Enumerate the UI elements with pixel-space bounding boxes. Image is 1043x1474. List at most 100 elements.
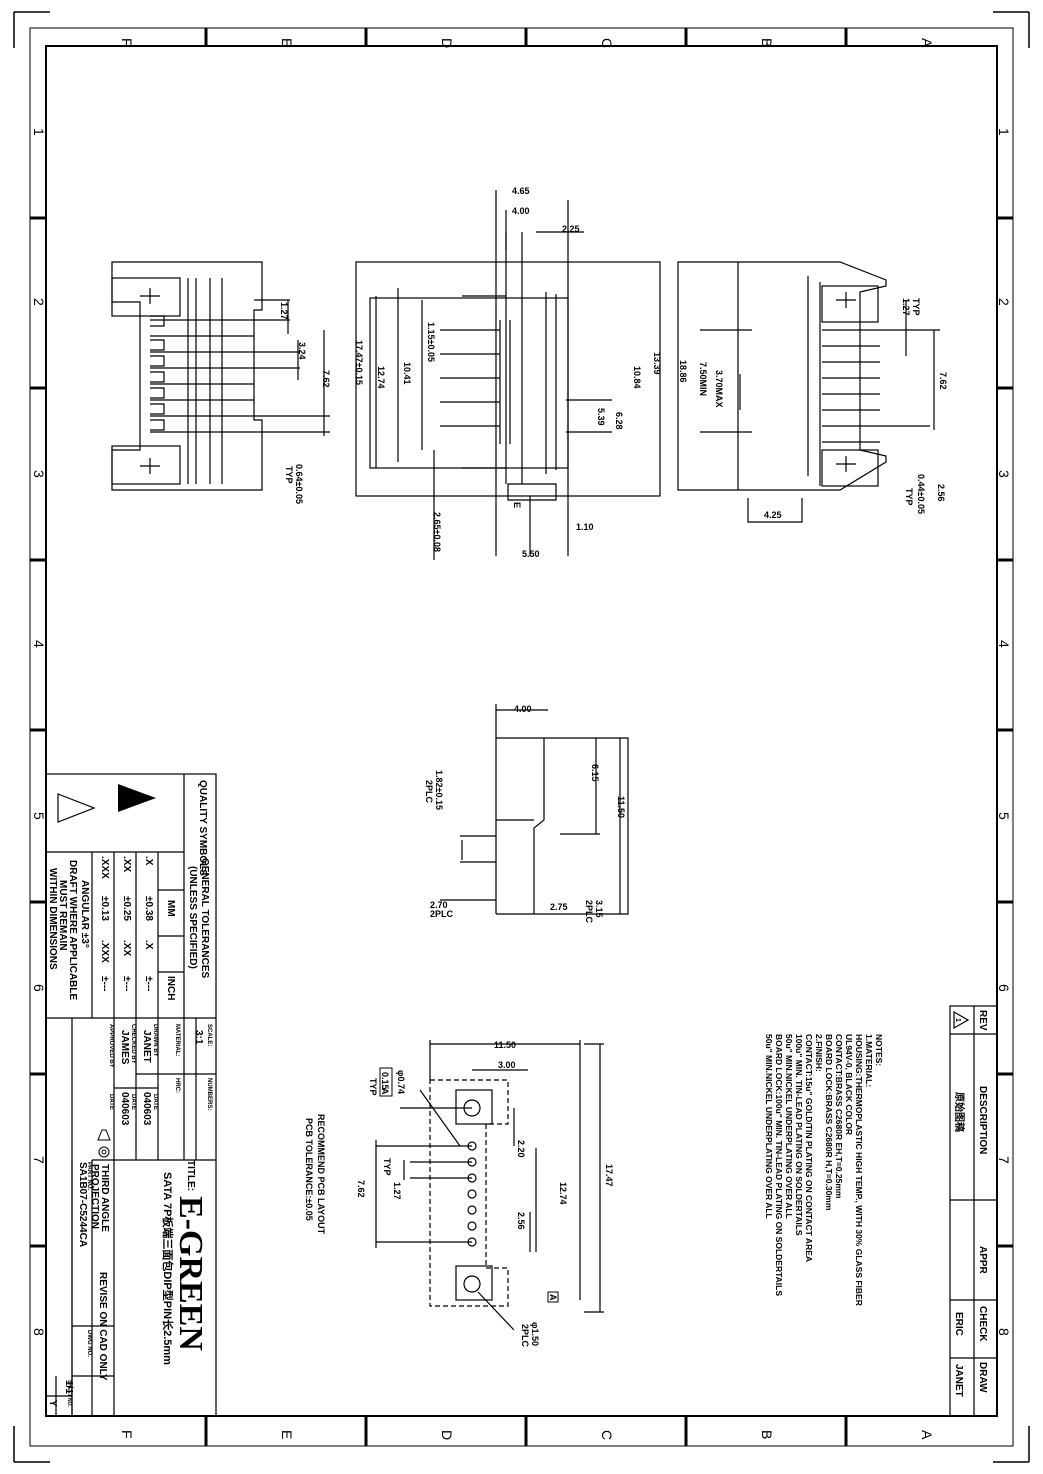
title-label: TITLE: [185,1160,196,1191]
dim-text: 2.56 [516,1212,526,1230]
dim-text: 10.84 [632,366,642,389]
tol-cell: ±0.38 [143,896,154,921]
draft-line3: WITHIN DIMENSIONS [47,868,58,970]
appr-header: APPR [977,1246,988,1275]
note-line: 50u" MIN.NICKEL UNDERPLATING OVER ALL [764,1034,774,1219]
zone-letter: A [919,38,935,48]
rev-description: 原始图稿 [953,1092,966,1132]
date-label: DATE [152,1094,158,1110]
dim-text: 4.00 [514,704,532,714]
tol-cell: .XX [121,856,132,872]
dim-text: 2.65±0.08 [432,512,442,552]
dim-text: 2.70 [430,900,448,910]
dim-text: 6.15 [590,764,600,782]
zone-letter: A [919,1430,935,1440]
dim-text: 3.24 [297,342,307,360]
approved-by-label: APPROVED BY [108,1024,114,1068]
draft-line2: MUST REMAIN [57,880,68,951]
dim-text: 7.62 [356,1180,366,1198]
tol-cell: .XXX [99,856,110,879]
zone-number: 4 [31,640,47,648]
dim-text: A [380,1088,390,1095]
rev-draw: JANET [953,1364,964,1397]
dim-text: 17.47 [604,1164,614,1187]
dim-text: 12.74 [558,1182,568,1205]
dim-text: 7.50MIN [698,362,708,396]
projection-symbol-icon [97,1129,111,1158]
dim-text: TYP [368,1078,378,1096]
outer-frame [29,27,1014,1447]
drawn-by-value: JANET [141,1030,152,1063]
zone-letter: F [119,1430,135,1439]
zone-letters-top: F E D C B A [119,38,935,48]
corner-marks [13,11,1030,1463]
note-line: 50u" MIN.NICKEL UNDERPLATING OVER ALL [784,1034,794,1219]
side-view-dims: 4.00 6.15 11.50 1.82±0.15 2PLC 2.70 2PLC… [424,704,626,924]
note-line: NOTES: [874,1034,884,1066]
pcb-title-line2: PCB TOLERANCE:±0.05 [304,1118,314,1221]
version-letter: Y [47,1400,58,1407]
dim-text: 10.41 [402,362,412,385]
zone-number: 2 [996,298,1012,306]
dim-text: 3.70MAX [714,370,724,408]
numbers-label: NUMBERS: [206,1078,212,1110]
dim-text: 11.50 [494,1040,516,1050]
side-view [440,704,629,915]
gen-tol-label: GENERAL TOLERANCES [199,858,210,979]
revision-block [949,1005,998,1417]
checked-by-value: JAMES [119,1030,130,1065]
tol-cell: .XX [121,940,132,956]
sheet-number: 1/1 [63,1380,74,1394]
zone-number: 5 [31,812,47,820]
dim-text: TYP [911,298,921,316]
dim-text: 4.65 [512,186,530,196]
tol-cell: ±--- [99,976,110,991]
draft-line1: DRAFT WHERE APPLICABLE [67,860,78,1001]
third-angle-label: THIRD ANGLE [99,1164,110,1232]
check-header: CHECK [977,1306,988,1342]
outline-triangle-icon [57,793,96,823]
quality-symbols-label: QUALITY SYMBOLS [197,780,208,876]
note-line: UL94V-0, BLACK COLOR [844,1034,854,1135]
dim-text: 18.86 [678,360,688,383]
note-line: CONTACT:BRASS C2680R EH,T=0.25mm [834,1034,844,1199]
title-block-small-text: SCALE: NUMBERS: MATERIAL: HRC: DRAWN BY … [66,1024,212,1408]
zone-number: 3 [31,470,47,478]
zone-letter: D [439,38,455,48]
angular-label: ANGULAR ±3° [79,880,90,948]
pcb-title-line1: RECOMMEND PCB LAYOUT [316,1114,326,1235]
zone-ticks [30,28,1013,1446]
zone-number: 6 [996,984,1012,992]
dim-text: 4.00 [512,206,530,216]
zone-letter: E [279,1430,295,1439]
note-line: HOUSING:THERMOPLASTIC HIGH TEMP., WITH 3… [854,1034,864,1306]
front-view [355,190,661,560]
material-label: MATERIAL: [174,1024,180,1057]
left-view-dims: 1.27 3.24 7.62 0.64±0.05 TYP [279,302,331,504]
dim-text: 2.56 [936,484,946,502]
part-number: SA1B07-C5244CA [77,1162,88,1247]
zone-letter: C [599,1430,615,1440]
hrc-label: HRC: [174,1078,180,1093]
right-view [677,261,940,523]
zone-number: 1 [31,128,47,136]
projection-label: PROJECTION [89,1164,100,1229]
tol-cell: ±0.25 [121,896,132,921]
dim-text: 1.82±0.15 [434,770,444,810]
zone-number: 8 [996,1328,1012,1336]
dim-text: 17.47±0.15 [354,340,364,385]
company-logo: E-GREEN [172,1196,209,1351]
rev-header: REV [977,1010,988,1031]
dim-text: 11.50 [616,796,626,818]
note-line: 2.FINISH: [814,1034,824,1072]
unless-label: (UNLESS SPECIFIED) [187,866,198,969]
dim-text: 2PLC [520,1324,530,1348]
dim-text: 12.74 [376,366,386,389]
dim-text: 0.44±0.05 [916,474,926,514]
zone-number: 6 [31,984,47,992]
note-line: 1.MATERIAL: [864,1034,874,1087]
drawing-title: SATA 7P板端三面包DIP型PIN长2.5mm [161,1172,175,1365]
note-line: BOARD LOCK:BRASS C2680R H,T=0.30mm [824,1034,834,1211]
revision-text: REV DESCRIPTION APPR CHECK DRAW 1 原始图稿 E… [953,1010,988,1397]
